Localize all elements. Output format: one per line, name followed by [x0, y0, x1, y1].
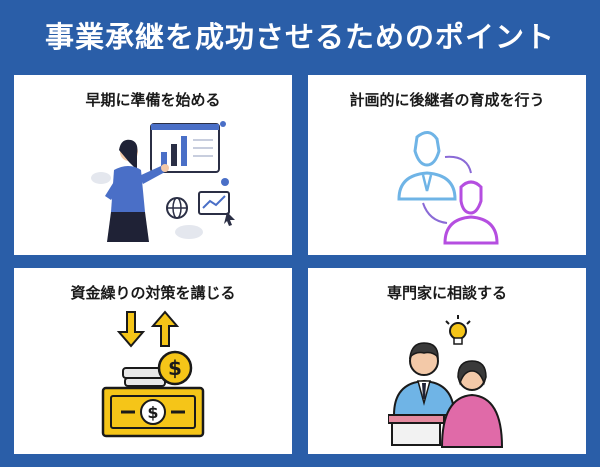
card-cash-flow: 資金繰りの対策を講じる $ $ [14, 268, 292, 454]
page-title: 事業承継を成功させるためのポイント [44, 20, 555, 54]
money-flow-icon: $ $ [101, 310, 205, 438]
svg-text:$: $ [168, 356, 182, 380]
card-successor-training: 計画的に後継者の育成を行う [308, 75, 586, 255]
successor-people-icon [397, 131, 499, 245]
card-early-preparation: 早期に準備を始める [14, 75, 292, 255]
woman-presenting-chart-icon [91, 121, 235, 242]
svg-text:$: $ [147, 403, 158, 422]
consultation-icon [388, 315, 504, 448]
card-title: 専門家に相談する [386, 284, 507, 302]
card-title: 早期に準備を始める [85, 91, 221, 109]
card-consult-expert: 専門家に相談する [308, 268, 586, 454]
card-title: 資金繰りの対策を講じる [70, 284, 236, 302]
card-title: 計画的に後継者の育成を行う [349, 91, 545, 109]
